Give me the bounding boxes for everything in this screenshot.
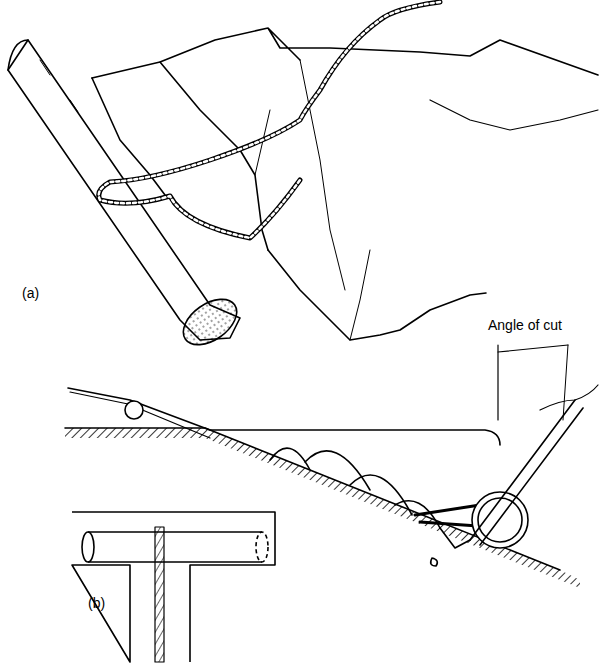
sack-and-log <box>8 2 598 354</box>
figure-label: (b) <box>88 596 105 611</box>
t-handle <box>72 512 275 662</box>
figure-label: (a) <box>22 286 39 301</box>
angle-label: Angle of cut <box>488 318 562 333</box>
